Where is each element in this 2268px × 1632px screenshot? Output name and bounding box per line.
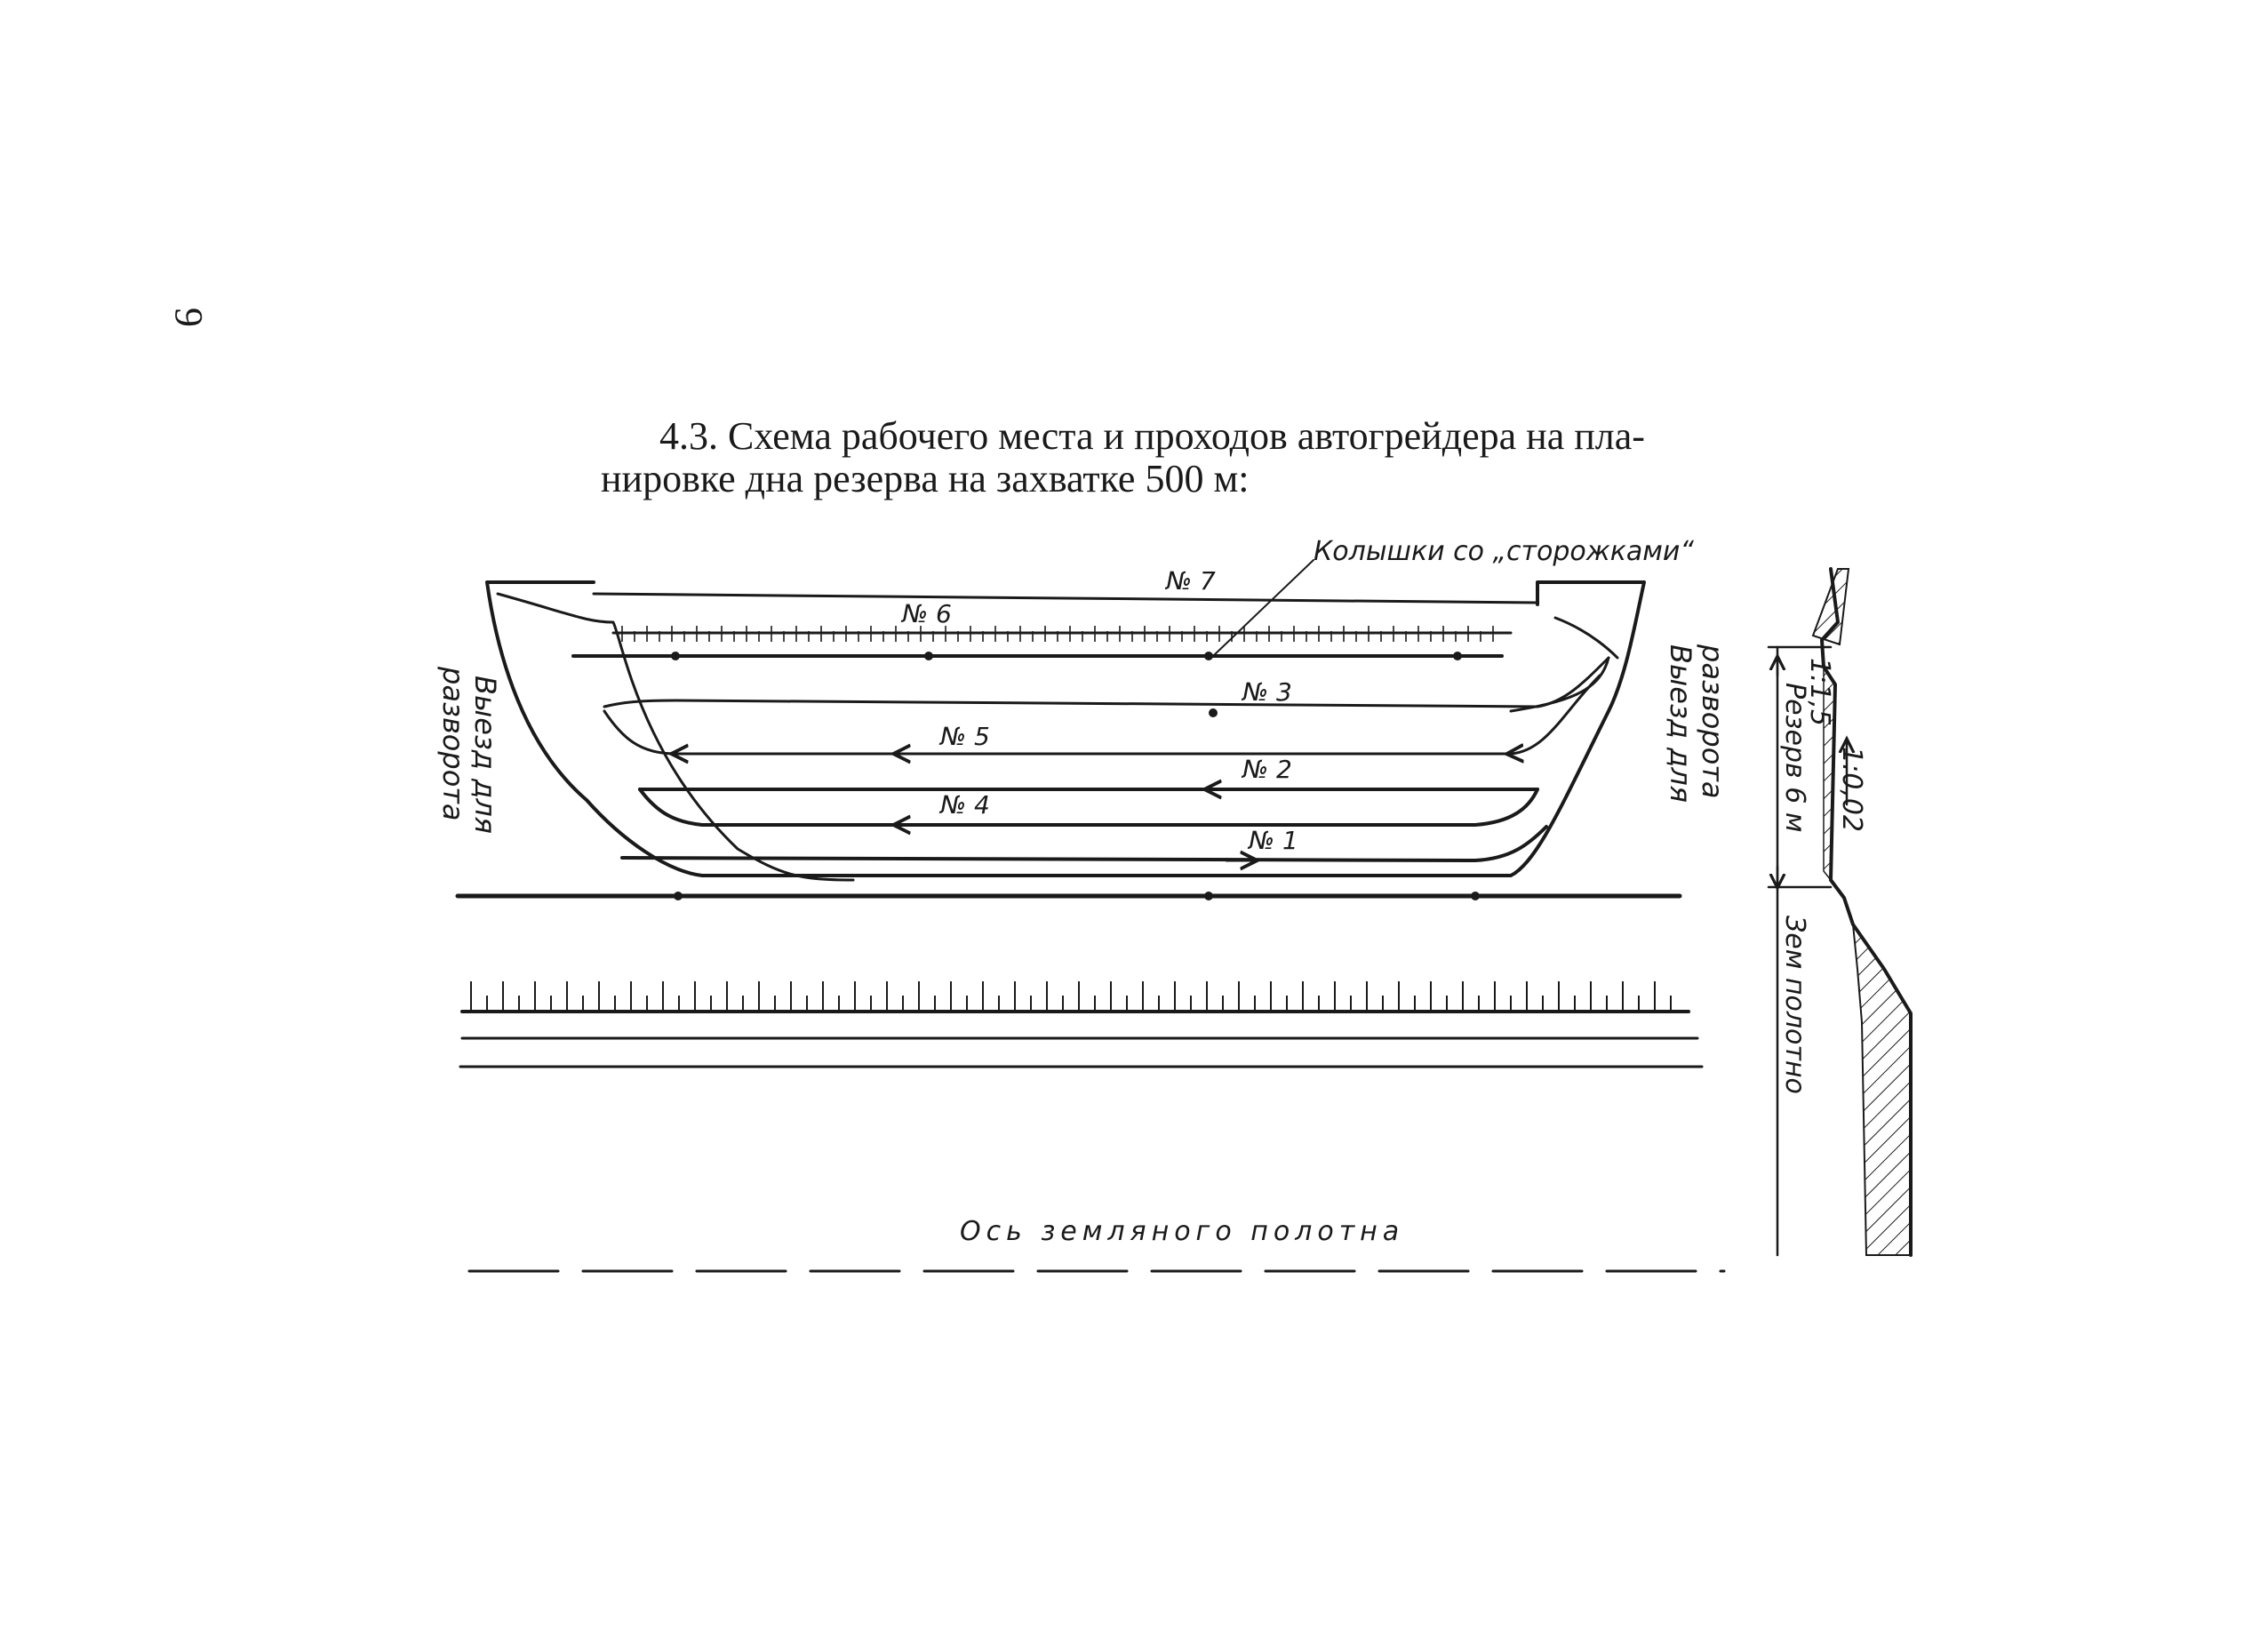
exit-left-line-1: Выезд для — [468, 676, 502, 834]
stake-point — [674, 892, 683, 900]
exit-left-line-2: разворота — [436, 666, 470, 821]
pass-1-line — [620, 825, 1548, 862]
exit-right-line-2: разворота — [1696, 644, 1729, 799]
stake-point — [671, 652, 680, 660]
berm-ticks — [470, 981, 1672, 1012]
pass-7-label: № 7 — [1164, 566, 1216, 596]
heading-line-2: нировке дна резерва на захватке 500 м: — [601, 457, 1250, 500]
exit-left-label: Выезд для разворота — [436, 666, 502, 834]
reserve-width-label: Резерв 6 м — [1779, 683, 1810, 832]
page-number: 9 — [167, 308, 211, 327]
cross-section: 1:1,5 1:0,02 Резерв 6 м Зем полотно — [1767, 567, 1913, 1257]
pass-3-line — [603, 656, 1610, 708]
roadbed-label: Зем полотно — [1779, 916, 1810, 1094]
stakes-label: Колышки со „сторожками“ — [1314, 536, 1694, 567]
slope-top-label: 1:1,5 — [1804, 658, 1835, 726]
stake-point — [1204, 892, 1213, 900]
slope-bottom-label: 1:0,02 — [1836, 747, 1867, 832]
hatched-reserve-side — [1823, 664, 1836, 883]
stake-point — [924, 652, 933, 660]
reserve-outline — [485, 580, 1646, 877]
exit-right-label: Выезд для разворота — [1664, 644, 1729, 803]
stake-point — [1453, 652, 1462, 660]
axis-label: Ось земляного полотна — [960, 1216, 1404, 1247]
pass-5-label: № 5 — [938, 722, 990, 751]
exit-right-line-1: Выезд для — [1664, 644, 1697, 803]
pass-4-line — [638, 788, 1539, 827]
stake-ticks — [621, 626, 1494, 642]
pass-2-label: № 2 — [1241, 755, 1292, 784]
pass-4-label: № 4 — [938, 790, 990, 820]
turnaround-right — [1509, 616, 1619, 713]
reserve-top-edge — [592, 592, 1539, 604]
pass-6-points — [671, 652, 1462, 660]
bottom-stakes — [674, 892, 1480, 900]
hatched-slope-top — [1811, 568, 1850, 646]
pass-5-line — [603, 674, 1601, 754]
hatched-roadbed — [1851, 921, 1912, 1256]
stake-point — [1471, 892, 1480, 900]
stake-point — [1204, 652, 1213, 660]
pass-3-label: № 3 — [1241, 677, 1292, 707]
pass-6-label: № 6 — [900, 599, 952, 628]
plan-view: № 7 № 6 № 3 № 5 № 2 № 4 № 1 Колышки со „… — [436, 536, 1729, 1273]
heading-line-1: 4.3. Схема рабочего места и проходов авт… — [659, 414, 1645, 458]
pass-1-label: № 1 — [1247, 826, 1298, 855]
stakes-leader — [1212, 559, 1314, 657]
pass-3-point — [1209, 708, 1218, 717]
turnaround-left — [496, 592, 855, 882]
